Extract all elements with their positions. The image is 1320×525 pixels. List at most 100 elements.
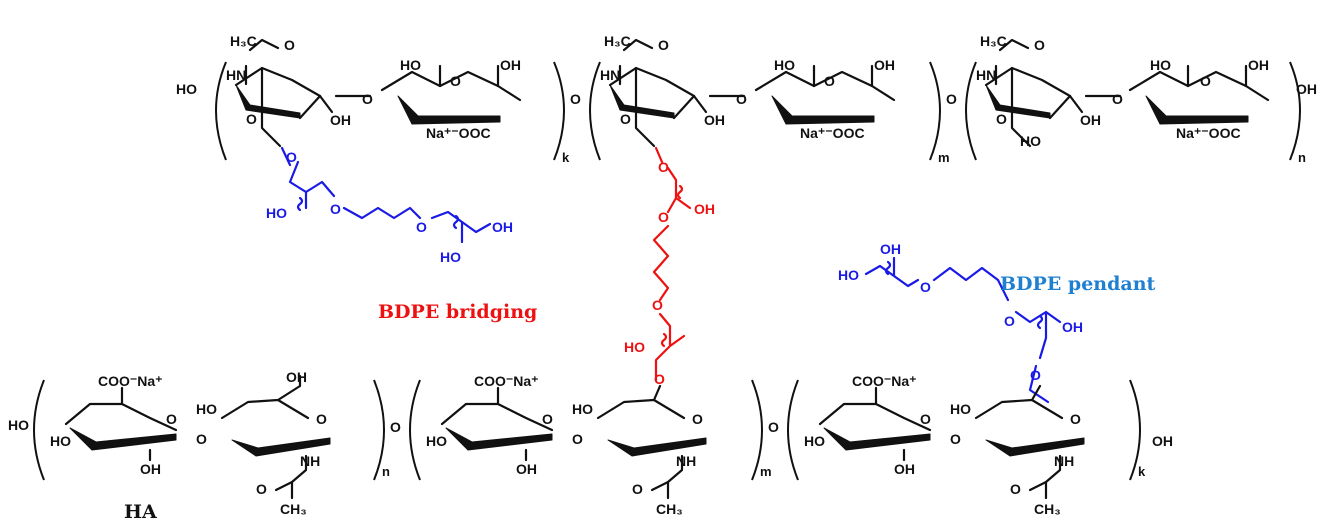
top-k-oh-top: OH	[500, 57, 521, 73]
top-m-oh-ring: OH	[704, 112, 725, 128]
bottom-link-o-nm: O	[390, 419, 401, 435]
top-m-na-carbox: Na⁺⁻OOC	[800, 125, 865, 141]
top-n-hn: HN	[976, 67, 996, 83]
top-ring-2b-wedge	[771, 95, 875, 125]
bottom-m-ch3: CH₃	[656, 501, 683, 517]
top-n-ho-bottom: HO	[1020, 133, 1041, 149]
bottom-subscript-k: k	[1138, 464, 1146, 479]
bottom-ring-3b	[974, 384, 1064, 420]
bottom-k-nh: NH	[1054, 453, 1074, 469]
red-o3: O	[652, 297, 663, 313]
bottom-ring-1a-wedge	[69, 427, 177, 451]
bottom-k-ring-o-b: O	[1070, 411, 1081, 427]
top-ring-1a-bond-oh	[318, 94, 334, 114]
bottom-blue-o2: O	[1004, 313, 1015, 329]
bottom-ring-2b-wedge	[607, 437, 707, 457]
red-ho: HO	[624, 339, 645, 355]
bottom-ring-1b-wedge	[231, 437, 331, 457]
top-repeat-unit-m: HN H₃C O O OH O HO OH O Na⁺⁻OOC m	[589, 33, 950, 165]
top-blue-wavy-2	[452, 214, 460, 230]
bottom-n-oh-top: OH	[286, 369, 307, 385]
bottom-ring-3a	[818, 402, 932, 432]
top-k-glyco-o: O	[362, 91, 373, 107]
top-ring-3a-bond-ac	[998, 38, 1030, 52]
red-oh: OH	[694, 201, 715, 217]
top-ring-3b	[1128, 70, 1270, 102]
top-n-carbonyl-o: O	[1034, 37, 1045, 53]
top-ring-1a-wedge	[235, 84, 301, 119]
top-ring-3a	[984, 66, 1072, 120]
bottom-m-ring-o-b: O	[692, 411, 703, 427]
red-wavy-2	[660, 332, 668, 348]
top-blue-pendant-chain: O HO O O OH HO	[266, 146, 513, 265]
bottom-ring-3b-bond-ac	[1028, 480, 1048, 500]
top-paren-close-m	[929, 61, 941, 161]
red-o4: O	[654, 371, 665, 387]
bottom-k-ho-mid: HO	[950, 401, 971, 417]
top-subscript-n: n	[1298, 150, 1306, 165]
top-n-oh-end: OH	[1296, 81, 1317, 97]
bottom-paren-open-k	[787, 379, 799, 481]
bottom-blue-o3: O	[1030, 367, 1041, 383]
red-wavy-1	[676, 184, 684, 200]
bottom-blue-wavy-2	[1036, 314, 1044, 330]
top-blue-o1: O	[286, 149, 297, 165]
top-ring-1a-bond-ch2	[260, 66, 282, 148]
top-m-oh-top: OH	[874, 57, 895, 73]
ha-label: HA	[124, 501, 157, 523]
bottom-n-nh: NH	[300, 453, 320, 469]
top-ring-3a-bond-ch2	[1010, 66, 1032, 148]
top-ring-3a-bond-oh	[1068, 94, 1084, 114]
top-ring-2b	[754, 70, 896, 102]
bottom-ring-2a	[440, 402, 554, 432]
bottom-blue-pendant-chain: HO OH O O OH O	[838, 241, 1083, 404]
bottom-repeat-unit-k: HO COO⁻Na⁺ O OH HO O O NH O CH₃ k OH	[787, 373, 1173, 517]
top-m-ring-o-b: O	[824, 73, 835, 89]
top-ring-1b	[380, 70, 522, 102]
bottom-repeat-unit-n: HO HO COO⁻Na⁺ O OH HO O OH O NH O CH₃ n	[8, 369, 390, 517]
bdpe-bridging-label: BDPE bridging	[378, 301, 537, 323]
bottom-k-oh-end: OH	[1152, 433, 1173, 449]
top-paren-close-n	[1289, 61, 1301, 161]
top-blue-o3: O	[416, 219, 427, 235]
bottom-m-ring-o: O	[542, 411, 553, 427]
top-repeat-unit-n: HN H₃C O O OH HO O HO OH O Na⁺⁻OOC OH n	[965, 33, 1317, 165]
top-ring-1a-bond-ac	[248, 38, 280, 52]
top-ring-2a-wedge	[609, 84, 675, 119]
bottom-n-oh-bottom: OH	[140, 461, 161, 477]
top-n-oh-top: OH	[1248, 57, 1269, 73]
top-paren-close-k	[553, 61, 565, 161]
bottom-m-oh-bottom: OH	[516, 461, 537, 477]
bottom-k-carbonyl-o: O	[1010, 481, 1021, 497]
top-ring-3b-wedge	[1145, 95, 1249, 125]
top-k-ho-left: HO	[176, 81, 197, 97]
top-m-hn: HN	[600, 67, 620, 83]
bottom-n-glyco-o: O	[196, 431, 207, 447]
top-n-ring-o: O	[996, 111, 1007, 127]
top-ring-3a-wedge	[985, 84, 1051, 119]
red-o1: O	[658, 159, 669, 175]
bottom-m-nh: NH	[676, 453, 696, 469]
bottom-ring-1b	[220, 374, 310, 420]
bottom-n-coo-na: COO⁻Na⁺	[98, 373, 163, 389]
bottom-ring-1b-bond-nh	[290, 454, 308, 484]
bottom-ring-1b-bond-ac	[274, 480, 294, 500]
bottom-link-o-mk: O	[768, 419, 779, 435]
top-k-h3c: H₃C	[230, 33, 257, 49]
top-m-glyco-o: O	[736, 91, 747, 107]
bottom-n-ring-o-b: O	[316, 411, 327, 427]
top-ring-2a	[608, 66, 696, 120]
bottom-n-ho-left: HO	[8, 417, 29, 433]
bottom-n-carbonyl-o: O	[256, 481, 267, 497]
bdpe-pendant-label: BDPE pendant	[1000, 273, 1156, 295]
bottom-k-ch3: CH₃	[1034, 501, 1061, 517]
top-n-oh-ring: OH	[1080, 112, 1101, 128]
top-k-hn: HN	[226, 67, 246, 83]
bottom-k-coo-na: COO⁻Na⁺	[852, 373, 917, 389]
red-bridging-bonds	[652, 146, 692, 382]
bottom-ring-3b-wedge	[985, 437, 1085, 457]
top-m-h3c: H₃C	[604, 33, 631, 49]
top-k-carbonyl-o: O	[284, 37, 295, 53]
bottom-polymer-chain: HO HO COO⁻Na⁺ O OH HO O OH O NH O CH₃ n …	[8, 369, 1173, 517]
